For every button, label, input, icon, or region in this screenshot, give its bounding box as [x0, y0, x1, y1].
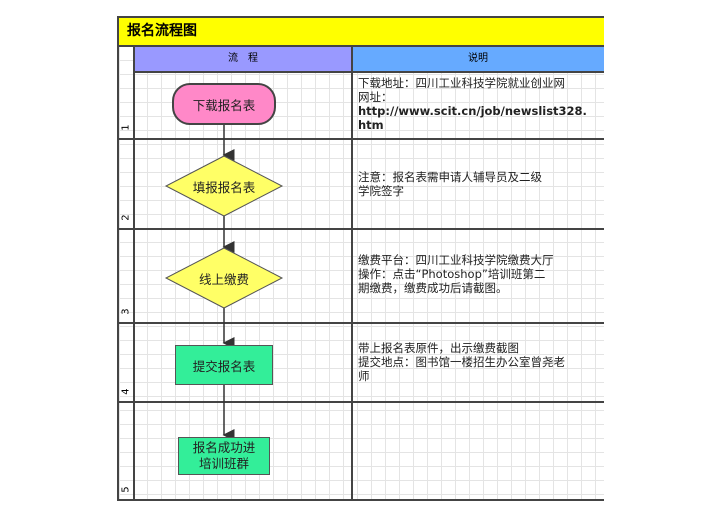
- divider: [117, 138, 604, 140]
- row-number: 2: [120, 214, 132, 221]
- desc-line: 学院签字: [358, 184, 404, 198]
- step-decision: 填报报名表: [192, 179, 256, 195]
- divider: [133, 47, 135, 501]
- header-flow: 流 程: [134, 47, 352, 73]
- desc-line: 网址：: [358, 90, 393, 104]
- desc-line: 注意：报名表需申请人辅导员及二级: [358, 170, 542, 184]
- divider: [117, 401, 604, 403]
- desc-line: 带上报名表原件，出示缴费截图: [358, 341, 519, 355]
- desc-line: http://www.scit.cn/job/newslist328.: [358, 104, 587, 118]
- desc-line: 下载地址：四川工业科技学院就业创业网: [358, 76, 565, 90]
- desc-line: 师: [358, 369, 370, 383]
- step-decision: 线上缴费: [198, 271, 249, 287]
- divider: [117, 228, 604, 230]
- step-start: 下载报名表: [172, 83, 276, 125]
- description-row-4: 带上报名表原件，出示缴费截图 提交地点：图书馆一楼招生办公室曾尧老 师: [358, 341, 603, 383]
- desc-line: 缴费平台：四川工业科技学院缴费大厅: [358, 253, 554, 267]
- desc-line: 操作：点击“Photoshop”培训班第二: [358, 267, 546, 281]
- divider: [117, 322, 604, 324]
- decision-diamond: [164, 247, 284, 309]
- step-process: 报名成功进培训班群: [178, 437, 270, 475]
- description-row-3: 缴费平台：四川工业科技学院缴费大厅 操作：点击“Photoshop”培训班第二 …: [358, 253, 603, 295]
- divider: [117, 499, 604, 501]
- row-number: 3: [120, 308, 132, 315]
- desc-line: htm: [358, 118, 384, 132]
- divider: [351, 47, 353, 501]
- desc-line: 期缴费，缴费成功后请截图。: [358, 281, 508, 295]
- description-row-1: 下载地址：四川工业科技学院就业创业网 网址： http://www.scit.c…: [358, 76, 603, 132]
- row-number: 4: [120, 388, 132, 395]
- decision-diamond: [164, 155, 284, 217]
- page-title: 报名流程图: [117, 16, 604, 47]
- flow-connectors: [164, 125, 284, 441]
- header-description: 说明: [352, 47, 604, 73]
- row-number: 5: [120, 486, 132, 493]
- desc-line: 提交地点：图书馆一楼招生办公室曾尧老: [358, 355, 565, 369]
- description-row-2: 注意：报名表需申请人辅导员及二级 学院签字: [358, 170, 603, 198]
- step-process: 提交报名表: [175, 345, 273, 385]
- row-number: 1: [120, 124, 132, 131]
